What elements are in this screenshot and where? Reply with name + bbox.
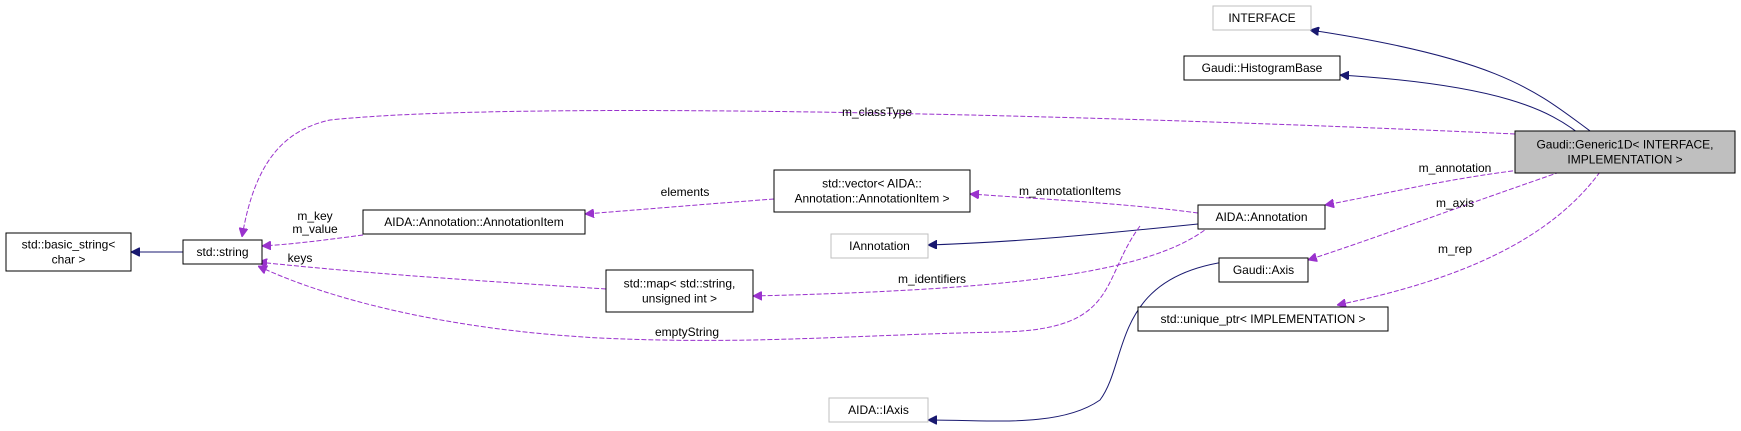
edge-m-annotationitems: m_annotationItems [970,184,1199,214]
edge-elements: elements [585,185,775,214]
node-histogram-base-label-1: Gaudi::HistogramBase [1202,61,1323,75]
edge-inherits-interface-line [1310,30,1598,137]
node-generic1d-label-1: Gaudi::Generic1D< INTERFACE, [1536,138,1713,152]
node-interface-label-1: INTERFACE [1228,11,1295,25]
node-gaudi-axis-label-1: Gaudi::Axis [1233,263,1294,277]
node-gaudi-axis-box [1218,257,1309,283]
node-interface[interactable]: INTERFACE [1212,5,1312,31]
edge-m-annotationitems-line [970,194,1199,214]
node-annotation-item[interactable]: AIDA::Annotation::AnnotationItem [362,209,586,235]
node-map-box [605,269,754,313]
edge-emptystring-line [258,225,1141,341]
node-map[interactable]: std::map< std::string,unsigned int > [605,269,754,313]
node-aida-iaxis-label-1: AIDA::IAxis [848,403,909,417]
node-basic-string-box [5,232,132,272]
node-basic-string[interactable]: std::basic_string<char > [5,232,132,272]
node-aida-annotation[interactable]: AIDA::Annotation [1197,204,1326,230]
edge-label-emptystring: emptyString [655,325,719,339]
node-aida-iaxis[interactable]: AIDA::IAxis [828,397,929,423]
node-iannotation[interactable]: IAnnotation [830,233,929,259]
edge-m-classtype-line [242,110,1516,237]
edge-m-rep: m_rep [1337,171,1601,305]
node-generic1d-label-2: IMPLEMENTATION > [1567,153,1682,167]
edge-inherits-iannotation-line [928,223,1199,245]
edge-m-annotation-line [1325,169,1521,205]
node-generic1d[interactable]: Gaudi::Generic1D< INTERFACE,IMPLEMENTATI… [1514,130,1736,174]
edge-inherits-interface [1310,30,1598,137]
edge-label-m-key: m_key [297,209,332,223]
node-unique-ptr-box [1137,306,1389,332]
node-aida-annotation-box [1197,204,1326,230]
edge-emptystring: emptyString [258,225,1141,341]
node-vector-label-2: Annotation::AnnotationItem > [794,192,949,206]
edge-m-rep-line [1337,171,1601,305]
edge-m-key-m-value-line [262,234,364,246]
node-gaudi-axis[interactable]: Gaudi::Axis [1218,257,1309,283]
node-vector[interactable]: std::vector< AIDA::Annotation::Annotatio… [773,169,971,213]
edge-label-m-annotationitems: m_annotationItems [1019,184,1121,198]
edge-keys-line [258,262,607,290]
node-map-label-2: unsigned int > [642,292,717,306]
node-unique-ptr[interactable]: std::unique_ptr< IMPLEMENTATION > [1137,306,1389,332]
edge-label-elements: elements [661,185,710,199]
node-map-label-1: std::map< std::string, [624,277,736,291]
node-aida-annotation-label-1: AIDA::Annotation [1215,210,1307,224]
node-vector-label-1: std::vector< AIDA:: [822,177,922,191]
node-histogram-base[interactable]: Gaudi::HistogramBase [1183,55,1341,81]
node-unique-ptr-label-1: std::unique_ptr< IMPLEMENTATION > [1161,312,1366,326]
node-std-string[interactable]: std::string [182,239,263,265]
node-iannotation-label-1: IAnnotation [849,239,910,253]
node-annotation-item-label-1: AIDA::Annotation::AnnotationItem [384,215,563,229]
edge-label-m-axis: m_axis [1436,196,1474,210]
edge-elements-line [585,198,775,214]
node-interface-box [1212,5,1312,31]
edge-inherits-histogram-base [1340,75,1583,137]
edge-m-axis-line [1308,171,1561,260]
edge-m-annotation: m_annotation [1325,161,1521,205]
node-basic-string-label-2: char > [52,253,86,267]
node-basic-string-label-1: std::basic_string< [22,238,116,252]
node-aida-iaxis-box [828,397,929,423]
edge-inherits-iaxis-line [928,259,1241,421]
node-annotation-item-box [362,209,586,235]
edge-inherits-histogram-base-line [1340,75,1583,137]
node-vector-box [773,169,971,213]
edge-label-m-classtype: m_classType [842,105,912,119]
node-std-string-box [182,239,263,265]
edge-label-m-identifiers: m_identifiers [898,272,966,286]
edge-inherits-iaxis [928,259,1241,421]
edge-m-axis: m_axis [1308,171,1561,260]
edge-label-m-value: m_value [292,222,338,236]
node-std-string-label-1: std::string [196,245,248,259]
node-histogram-base-box [1183,55,1341,81]
edge-keys: keys [258,251,607,290]
edge-label-m-rep: m_rep [1438,242,1472,256]
edge-label-keys: keys [288,251,313,265]
edge-label-m-annotation: m_annotation [1419,161,1492,175]
node-generic1d-box [1514,130,1736,174]
edge-inherits-iannotation [928,223,1199,245]
edge-m-identifiers-line [753,225,1211,296]
edge-m-identifiers: m_identifiers [753,225,1211,296]
node-iannotation-box [830,233,929,259]
edge-m-classtype: m_classType [242,105,1516,237]
